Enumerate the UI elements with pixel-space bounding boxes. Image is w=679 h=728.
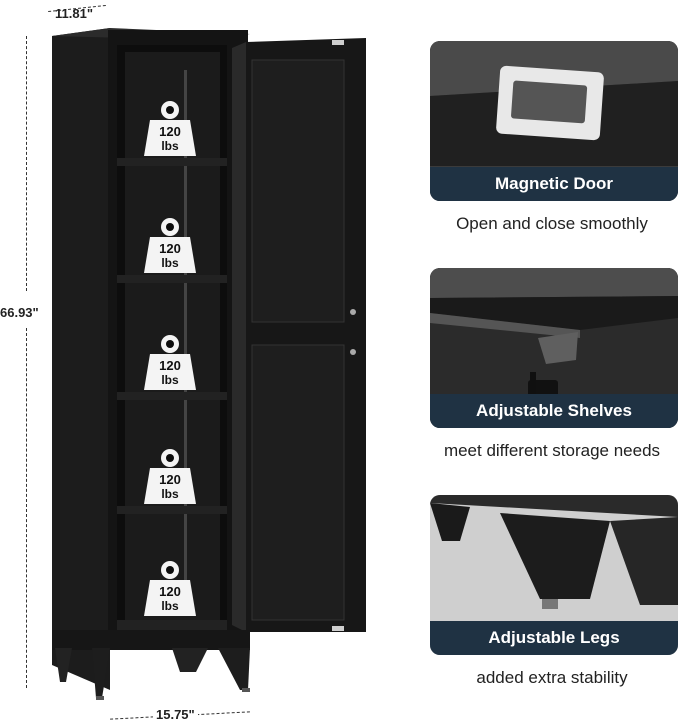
feature-card-magnetic-door: Magnetic Door — [430, 41, 678, 201]
svg-text:lbs: lbs — [161, 139, 179, 153]
door-magnet-top — [332, 40, 344, 45]
shelf-4 — [117, 506, 227, 514]
svg-text:lbs: lbs — [161, 256, 179, 270]
cabinet-base — [52, 630, 250, 650]
shelves — [117, 158, 227, 630]
leg-back-left — [55, 648, 72, 682]
feature-title: Adjustable Legs — [430, 621, 678, 655]
door-magnet-bottom — [332, 626, 344, 631]
cabinet-illustration: 120 lbs 120 lbs 120 lbs 120 lbs 120 lbs — [52, 28, 366, 700]
feature-caption: Open and close smoothly — [456, 214, 648, 233]
height-dimension-line-bottom — [26, 328, 27, 688]
weight-icon-2: 120 lbs — [144, 218, 196, 273]
cabinet-left-side — [52, 28, 110, 690]
weight-icon-3: 120 lbs — [144, 335, 196, 390]
door-lower-inset — [251, 344, 345, 621]
shelf-2 — [117, 275, 227, 283]
door-lock-knob-upper — [350, 309, 356, 315]
door-edge — [232, 42, 246, 632]
feature-card-adjustable-shelves: Adjustable Shelves — [430, 268, 678, 428]
svg-text:120: 120 — [159, 124, 181, 139]
height-label: 66.93" — [0, 305, 39, 320]
leg-foot — [242, 688, 250, 692]
leg-foot — [96, 696, 104, 700]
svg-text:lbs: lbs — [161, 487, 179, 501]
leg-back-right — [172, 648, 208, 672]
svg-text:120: 120 — [159, 241, 181, 256]
leg-front-left — [92, 648, 110, 698]
shelf-slot-column — [184, 70, 187, 610]
door-upper-inset — [251, 59, 345, 323]
shelf-3 — [117, 392, 227, 400]
cabinet-door — [232, 38, 366, 632]
svg-text:120: 120 — [159, 472, 181, 487]
feature-title: Adjustable Shelves — [430, 394, 678, 428]
shelf-bottom — [117, 620, 227, 630]
feature-card-adjustable-legs: Adjustable Legs — [430, 495, 678, 655]
height-dimension-line-top — [26, 36, 27, 291]
leg-front-right — [218, 648, 250, 690]
shelf-1 — [117, 158, 227, 166]
weight-icon-1: 120 lbs — [144, 101, 196, 156]
weight-icon-4: 120 lbs — [144, 449, 196, 504]
svg-text:lbs: lbs — [161, 373, 179, 387]
feature-caption: meet different storage needs — [443, 441, 661, 460]
weight-icon-5: 120 lbs — [144, 561, 196, 616]
feature-caption: added extra stability — [476, 668, 628, 687]
depth-label: 11.81" — [55, 6, 93, 21]
svg-text:120: 120 — [159, 358, 181, 373]
door-lock-knob-lower — [350, 349, 356, 355]
svg-text:120: 120 — [159, 584, 181, 599]
width-label: 15.75" — [153, 707, 198, 722]
svg-text:lbs: lbs — [161, 599, 179, 613]
feature-title: Magnetic Door — [430, 167, 678, 201]
